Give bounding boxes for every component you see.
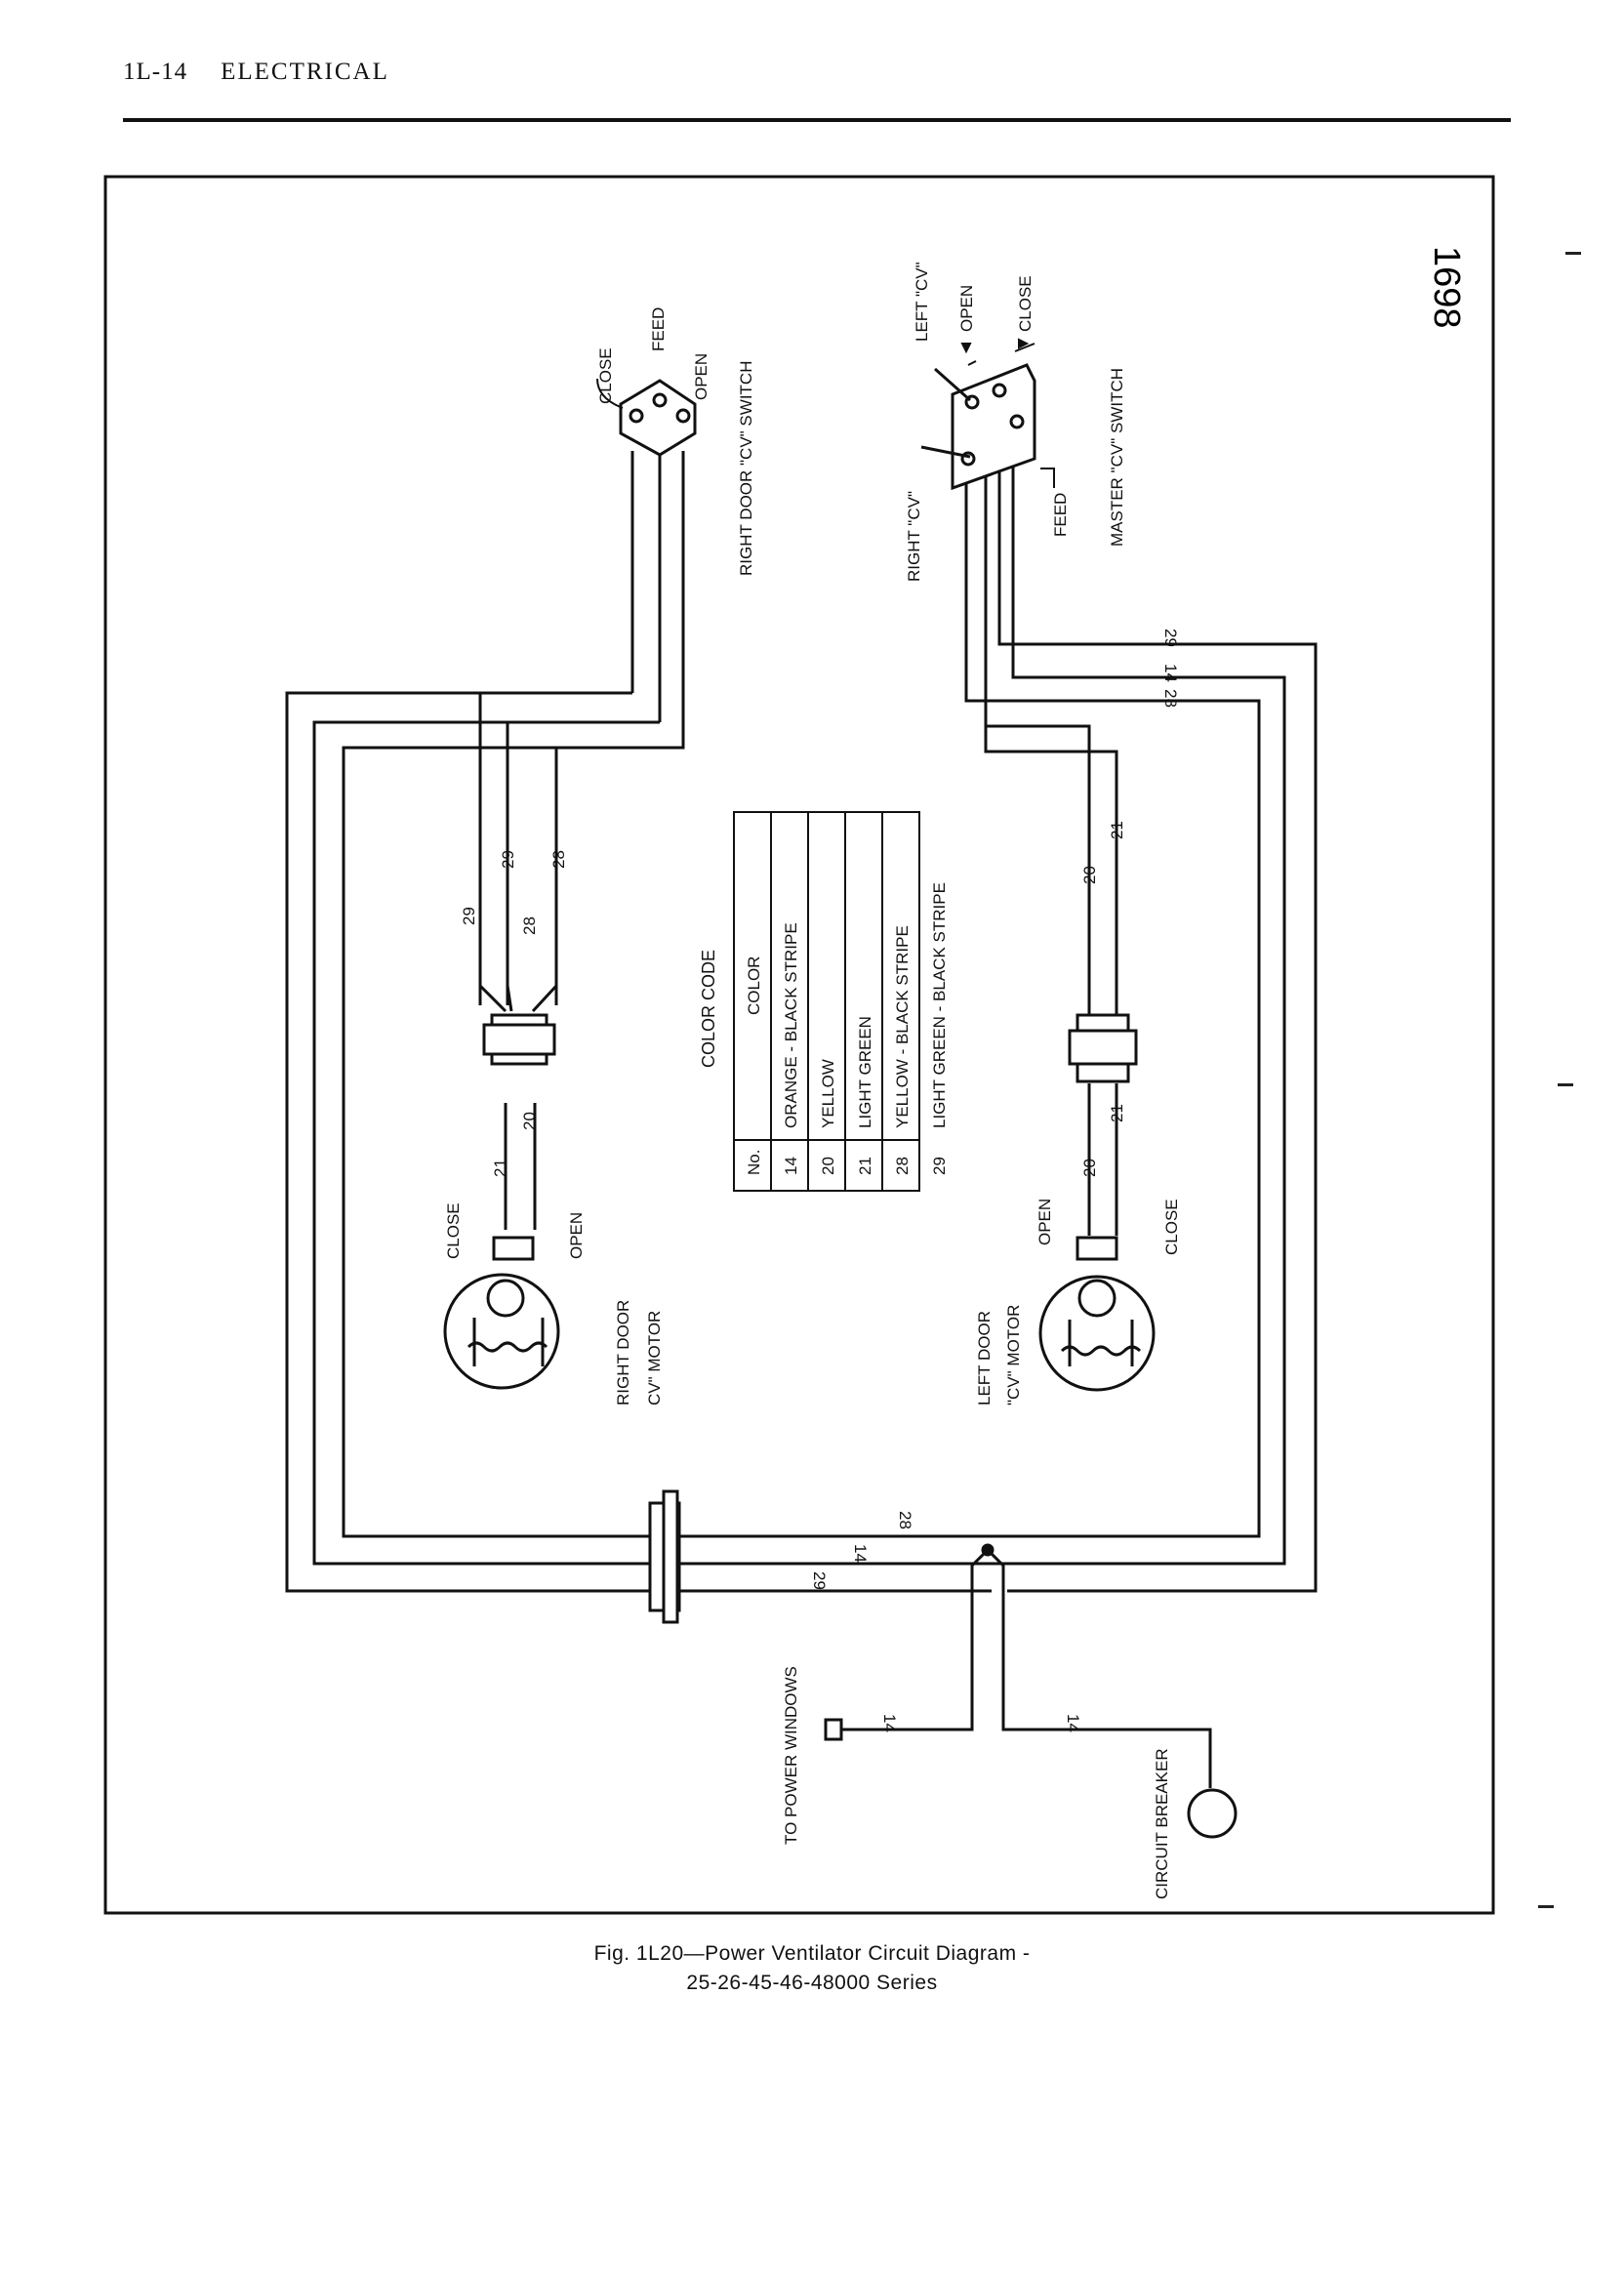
wire-label: 21 [1108,821,1126,839]
wire-label: 20 [520,1112,539,1130]
wire-label: 28 [520,916,539,935]
wire-29-loop [285,691,992,1593]
wire-label: 14 [880,1714,899,1732]
wire-label: 21 [491,1159,509,1177]
row-21-no: 21 [856,1157,874,1175]
wire-label: 14 [1161,664,1180,682]
color-code-table [733,811,920,1192]
power-windows-terminal [824,1718,843,1741]
color-code-title: COLOR CODE [699,950,718,1068]
page-id: 1L-14 [123,59,188,85]
ms-title: MASTER "CV" SWITCH [1108,368,1126,547]
row-20-no: 20 [819,1157,837,1175]
col-color: COLOR [745,957,763,1015]
master-wire-3 [997,459,1013,646]
wire-label: 28 [1161,689,1180,708]
right-door-switch [619,379,697,457]
margin-mark [1538,1905,1554,1908]
margin-mark [1558,1083,1573,1086]
master-wire-2 [984,459,1091,1015]
margin-mark [1565,252,1581,255]
ms-feed: FEED [1051,493,1070,537]
header-rule [123,118,1511,122]
ld-motor-label1: LEFT DOOR [975,1311,994,1405]
rd-motor-close: CLOSE [444,1202,463,1259]
ld-motor-open: OPEN [1035,1199,1054,1245]
circuit-breaker-label: CIRCUIT BREAKER [1153,1748,1171,1899]
rd-switch-title: RIGHT DOOR "CV" SWITCH [737,361,755,576]
page-header: 1L-14 ELECTRICAL [123,59,389,86]
wire-label: 29 [810,1571,829,1590]
ld-motor-close: CLOSE [1162,1199,1181,1255]
master-wire-4 [1011,459,1052,679]
rd-motor-open: OPEN [567,1212,586,1259]
row-28-no: 28 [893,1157,912,1175]
ms-right-cv: RIGHT "CV" [905,491,923,582]
rd-switch-wire-open [556,451,685,750]
rd-switch-close: CLOSE [596,347,615,404]
wire-label: 29 [460,907,478,925]
ms-open: OPEN [957,285,976,332]
wire-label: 29 [1161,629,1180,647]
row-14-no: 14 [782,1157,800,1175]
row-14-color: ORANGE - BLACK STRIPE [782,922,800,1128]
wire-label: 14 [1064,1714,1082,1732]
rd-motor-label1: RIGHT DOOR [614,1300,632,1405]
figure-caption-line1: Fig. 1L20—Power Ventilator Circuit Diagr… [593,1942,1031,1965]
power-windows-label: TO POWER WINDOWS [782,1666,800,1845]
row-28-color: YELLOW - BLACK STRIPE [893,925,912,1128]
figure-number: 1698 [1426,246,1467,329]
figure-caption-line2: 25-26-45-46-48000 Series [686,1972,938,1994]
ms-close: CLOSE [1016,275,1035,332]
row-29-no: 29 [930,1157,949,1175]
rd-switch-feed: FEED [649,307,668,351]
wire-label: 20 [1080,866,1099,884]
ms-left-cv: LEFT "CV" [913,262,931,342]
wire-label: 28 [896,1511,914,1529]
wire-label: 29 [499,850,517,869]
right-door-motor [443,1273,560,1390]
wire-label: 21 [1108,1104,1126,1122]
rd-switch-open: OPEN [692,353,710,400]
row-21-color: LIGHT GREEN [856,1016,874,1128]
wire-29-right [1007,642,1318,1593]
row-20-color: YELLOW [819,1059,837,1128]
section-title: ELECTRICAL [221,59,389,85]
col-no: No. [745,1150,763,1175]
left-door-motor [1038,1275,1156,1392]
circuit-breaker-symbol [1187,1788,1238,1839]
wire-label: 28 [549,850,568,869]
figure-frame [103,175,1495,1915]
wire-label: 14 [851,1544,870,1563]
master-wire-1 [964,459,986,703]
rd-motor-label2: CV" MOTOR [645,1311,664,1405]
row-29-color: LIGHT GREEN - BLACK STRIPE [930,882,949,1128]
ld-motor-label2: "CV" MOTOR [1004,1305,1023,1405]
wire-label: 20 [1080,1159,1099,1177]
